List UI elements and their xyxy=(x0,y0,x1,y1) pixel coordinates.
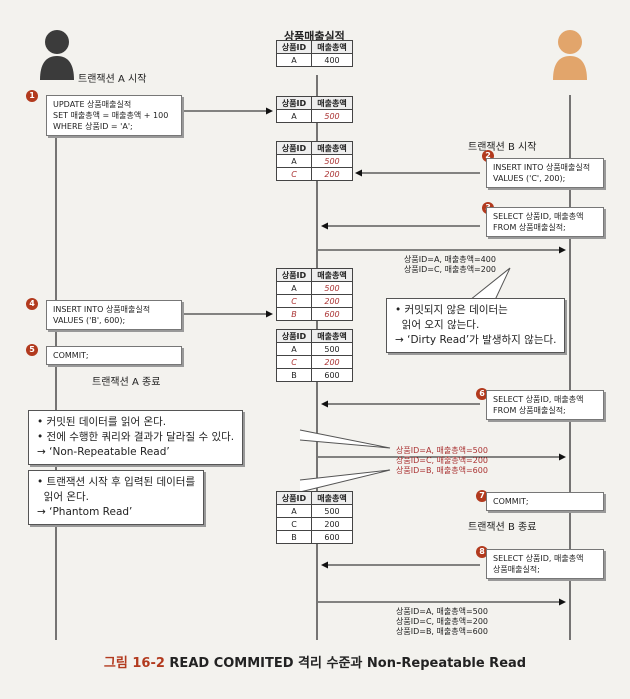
transaction-b-start-label: 트랜잭션 B 시작 xyxy=(468,142,537,153)
callout-phantom-read: • 트랜잭션 시작 후 입력된 데이터를 읽어 온다. → ‘Phantom R… xyxy=(28,470,205,525)
step-8-badge: 8 xyxy=(476,546,488,558)
result-step-3: 상품ID=A, 매출총액=400 상품ID=C, 매출총액=200 xyxy=(404,255,497,274)
result-step-6: 상품ID=A, 매출총액=500 상품ID=C, 매출총액=200 상품ID=B… xyxy=(396,446,489,475)
step-6-sql: SELECT 상품ID, 매출총액 FROM 상품매출실적; xyxy=(486,390,604,420)
step-8-sql: SELECT 상품ID, 매출총액 상품매출실적; xyxy=(486,549,604,579)
callout-pointer-1 xyxy=(469,267,511,301)
callout-non-repeatable-read: • 커밋된 데이터를 읽어 온다. • 전에 수행한 쿼리와 결과가 달라질 수… xyxy=(28,410,244,465)
callout-pointer-2 xyxy=(299,429,391,449)
callout-pointer-3 xyxy=(299,469,391,493)
step-5-sql: COMMIT; xyxy=(46,346,182,365)
step-6-badge: 6 xyxy=(476,388,488,400)
user-a-icon xyxy=(40,30,74,80)
table-title: 상품매출실적 xyxy=(284,30,345,43)
step-5-badge: 5 xyxy=(26,344,38,356)
step-2-sql: INSERT INTO 상품매출실적 VALUES ('C', 200); xyxy=(486,158,604,188)
step-4-badge: 4 xyxy=(26,298,38,310)
figure-caption: 그림 16-2 READ COMMITED 격리 수준과 Non-Repeata… xyxy=(0,652,630,671)
step-3-sql: SELECT 상품ID, 매출총액 FROM 상품매출실적; xyxy=(486,207,604,237)
step-1-sql: UPDATE 상품매출실적 SET 매출총액 = 매출총액 + 100 WHER… xyxy=(46,95,182,136)
figure-title: READ COMMITED 격리 수준과 Non-Repeatable Read xyxy=(169,656,527,671)
transaction-a-start-label: 트랜잭션 A 시작 xyxy=(78,74,147,85)
step-1-badge: 1 xyxy=(26,90,38,102)
user-b-icon xyxy=(553,30,587,80)
transaction-b-end-label: 트랜잭션 B 종료 xyxy=(468,522,537,533)
step-7-sql: COMMIT; xyxy=(486,492,604,511)
callout-dirty-read: • 커밋되지 않은 데이터는 읽어 오지 않는다. → ‘Dirty Read’… xyxy=(386,298,566,353)
result-step-8: 상품ID=A, 매출총액=500 상품ID=C, 매출총액=200 상품ID=B… xyxy=(396,607,489,636)
step-7-badge: 7 xyxy=(476,490,488,502)
figure-number: 그림 16-2 xyxy=(103,656,165,671)
step-4-sql: INSERT INTO 상품매출실적 VALUES ('B', 600); xyxy=(46,300,182,330)
transaction-a-end-label: 트랜잭션 A 종료 xyxy=(92,377,161,388)
